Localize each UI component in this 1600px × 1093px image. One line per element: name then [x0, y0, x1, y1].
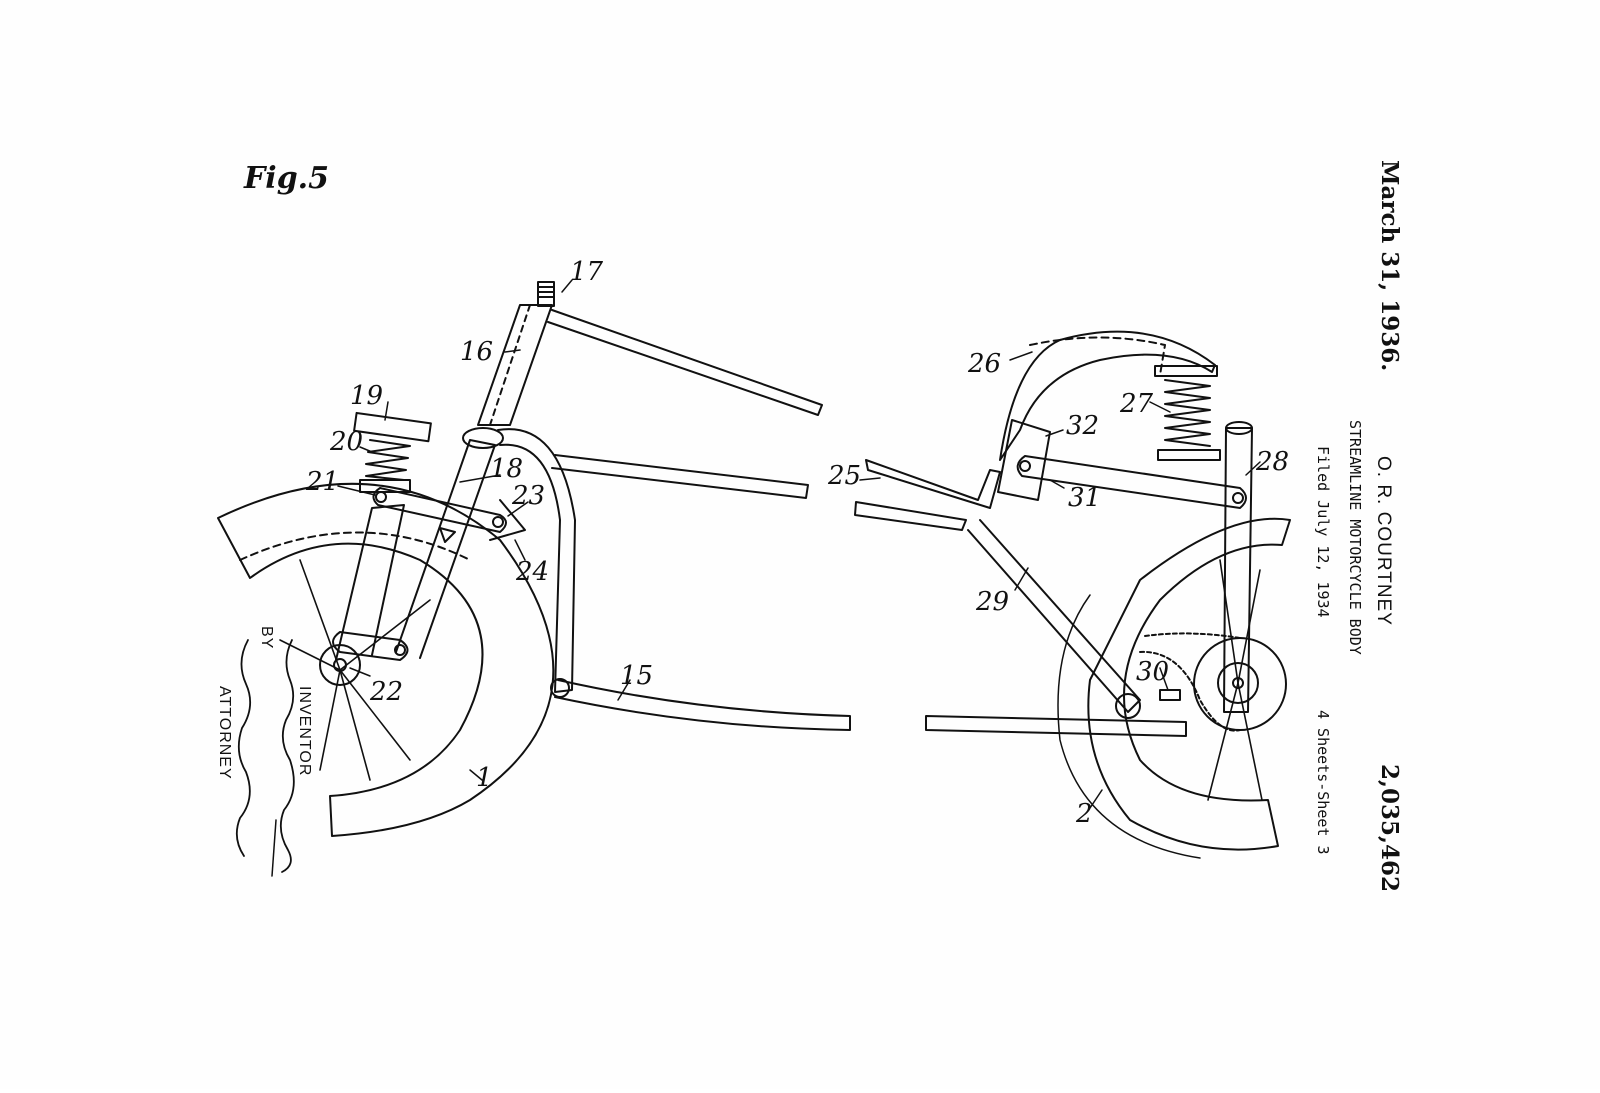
- ref-steering-stem: 17: [570, 257, 604, 287]
- inventor-caption: INVENTOR: [296, 686, 313, 776]
- ref-swing-arm: 29: [975, 587, 1009, 617]
- ref-seat-pan: 25: [827, 461, 861, 491]
- link-arm-end-pivot: [493, 517, 503, 527]
- rear-spring-base: [1158, 450, 1220, 460]
- rear-fender-hidden: [1030, 338, 1165, 376]
- steering-stem: [538, 282, 554, 306]
- rear-frame: [855, 332, 1252, 736]
- ref-axle-link: 22: [369, 677, 403, 707]
- rear-post: [1224, 428, 1252, 712]
- header-date: March 31, 1936.: [1376, 160, 1403, 371]
- header-patent-number: 2,035,462: [1376, 764, 1403, 892]
- middle-bar: [552, 455, 808, 498]
- ref-rear-wheel: 2: [1075, 799, 1093, 829]
- signature-block: INVENTOR BY ATTORNEY: [216, 626, 313, 876]
- link-arm-pivot: [376, 492, 386, 502]
- seat-pan: [866, 460, 1000, 508]
- rear-pivot-plate: [1160, 690, 1180, 700]
- header-filed: Filed July 12, 1934: [1314, 446, 1332, 618]
- attorney-caption: ATTORNEY: [216, 686, 233, 780]
- head-tube-hidden: [490, 305, 530, 425]
- ref-fork-lever: 21: [305, 467, 339, 497]
- inventor-signature: [281, 640, 294, 872]
- rear-link-post-pivot: [1233, 493, 1243, 503]
- inventor-signature-underline: [272, 820, 276, 876]
- header-sheets: 4 Sheets-Sheet 3: [1314, 710, 1332, 855]
- ref-head-tube: 16: [460, 337, 493, 367]
- rear-link: [1018, 456, 1246, 508]
- ref-rear-link: 31: [1068, 483, 1101, 513]
- fork-crown: [463, 428, 503, 448]
- by-caption: BY: [258, 626, 275, 649]
- ref-fender-bracket: 24: [515, 557, 549, 587]
- ref-rear-pivot: 30: [1136, 657, 1169, 687]
- rear-link-pivot: [1020, 461, 1030, 471]
- ref-rear-spring: 27: [1119, 389, 1154, 419]
- ref-spring-cap: 19: [350, 381, 383, 411]
- rear-fender: [1000, 332, 1215, 460]
- ref-front-spring: 20: [329, 427, 363, 457]
- ref-seat-bracket: 32: [1066, 411, 1099, 441]
- patent-header: March 31, 1936. O. R. COURTNEY STREAMLIN…: [1314, 160, 1403, 892]
- rear-wheel-assembly: [1058, 519, 1290, 858]
- seat-base: [855, 502, 966, 530]
- top-bar: [548, 310, 822, 415]
- ref-link-arm: 23: [511, 481, 545, 511]
- ref-front-wheel: 1: [476, 763, 493, 793]
- lower-frame: [555, 680, 850, 730]
- header-title: STREAMLINE MOTORCYCLE BODY: [1346, 420, 1364, 655]
- ref-rear-fender: 26: [967, 349, 1001, 379]
- ref-lower-frame: 15: [620, 661, 653, 691]
- rear-wheel-tire: [1088, 519, 1290, 850]
- ref-fork-blade: 18: [490, 454, 523, 484]
- lower-frame-joint: [551, 679, 569, 697]
- header-inventor: O. R. COURTNEY: [1373, 456, 1394, 626]
- swing-arm-pivot: [1116, 694, 1140, 718]
- ref-rear-post: 28: [1255, 447, 1289, 477]
- triangle-mark: [440, 528, 455, 542]
- attorney-signature: [237, 640, 250, 856]
- rear-lower-frame: [926, 716, 1186, 736]
- rear-sprocket: [1194, 638, 1286, 730]
- rear-spring-coil: [1165, 380, 1210, 446]
- spring-cap: [354, 413, 431, 441]
- figure-label: Fig.5: [243, 161, 329, 196]
- front-spring-coil: [366, 440, 410, 480]
- rear-spring-cap: [1155, 366, 1217, 376]
- reference-numerals: 1 2 15 16 17 18 19 20 21 22 23 24 25 26 …: [305, 257, 1289, 829]
